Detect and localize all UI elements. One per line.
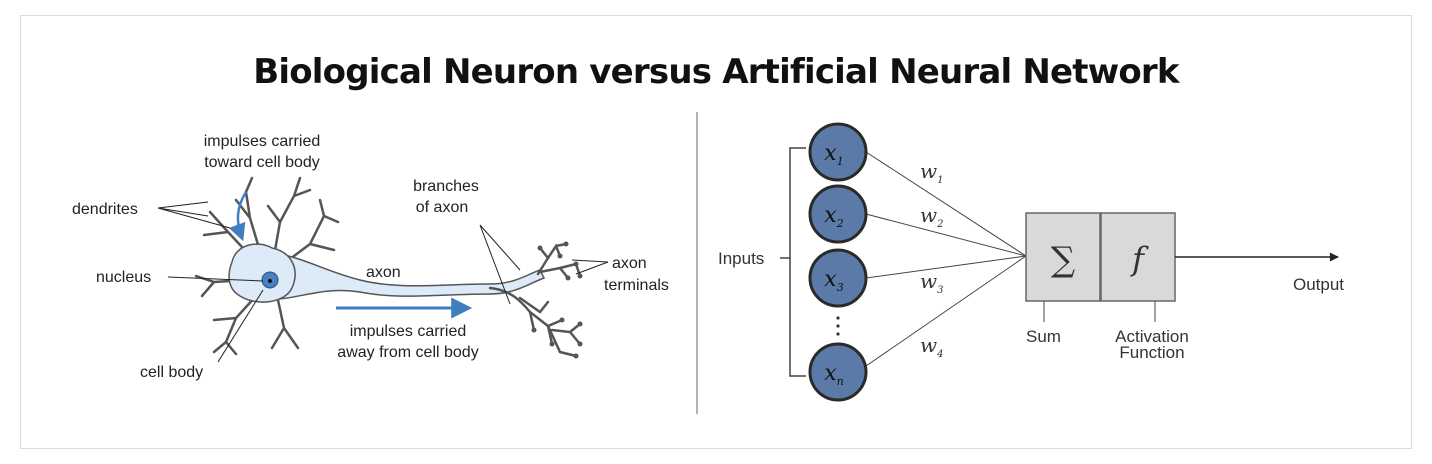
- axon-label: axon: [366, 264, 401, 281]
- cell-body-label: cell body: [140, 364, 203, 381]
- weight-var-4: w: [920, 333, 937, 357]
- svg-text:w3: w3: [920, 269, 944, 296]
- impulse-toward-arrow: [228, 191, 248, 242]
- cell-body-shape: [228, 243, 296, 303]
- nucleus-label: nucleus: [96, 269, 151, 286]
- weight-var-1: w: [920, 159, 937, 183]
- impulses-toward-label-2: toward cell body: [204, 154, 320, 171]
- terminals-label-1: axon: [612, 255, 647, 272]
- dendrites-label: dendrites: [72, 201, 138, 218]
- weight-sub-1: 1: [937, 175, 943, 186]
- dendrites-shape: [194, 176, 340, 356]
- sum-symbol: ∑: [1051, 240, 1075, 280]
- weight-var-3: w: [920, 269, 937, 293]
- svg-text:x3: x3: [824, 267, 843, 294]
- input-node-3: x3: [808, 248, 868, 308]
- activation-label-2: Function: [1119, 343, 1184, 362]
- svg-text:x1: x1: [824, 141, 843, 168]
- impulses-toward-label-1: impulses carried: [204, 133, 320, 150]
- svg-text:x2: x2: [824, 203, 843, 230]
- input-var-2: x: [824, 203, 837, 228]
- sum-box: [1025, 212, 1101, 302]
- svg-text:xn: xn: [824, 361, 844, 388]
- input-node-n: xn: [808, 342, 868, 402]
- network-illustration: Inputs x1 x2 x3 xn w1 w2: [718, 122, 1344, 402]
- weight-sub-3: 3: [937, 285, 943, 296]
- neuron-illustration: [157, 176, 609, 363]
- impulses-away-label-1: impulses carried: [350, 323, 466, 340]
- branches-label-2: of axon: [416, 199, 468, 216]
- input-var-3: x: [824, 267, 837, 292]
- input-node-2: x2: [808, 184, 868, 244]
- branches-label-1: branches: [413, 178, 479, 195]
- impulses-away-label-2: away from cell body: [337, 344, 478, 361]
- weight-var-2: w: [920, 203, 937, 227]
- diagram-card: [20, 15, 1412, 449]
- ellipsis-dots: [836, 316, 840, 336]
- weight-lines: [865, 151, 1027, 367]
- weight-sub-2: 2: [936, 219, 943, 230]
- svg-text:w2: w2: [920, 203, 944, 230]
- input-var-1: x: [824, 141, 837, 166]
- svg-text:w1: w1: [920, 159, 944, 186]
- input-sub-2: 2: [836, 217, 844, 230]
- axon-terminals-shape: [488, 242, 582, 358]
- svg-text:w4: w4: [920, 333, 944, 360]
- weight-sub-4: 4: [936, 349, 943, 360]
- activation-label-1: Activation: [1115, 327, 1189, 346]
- input-node-1: x1: [808, 122, 868, 182]
- input-sub-3: 3: [837, 281, 844, 294]
- axon-shape: [261, 251, 546, 301]
- inputs-label: Inputs: [718, 249, 764, 268]
- input-sub-n: n: [837, 375, 844, 388]
- inputs-bracket: [780, 147, 806, 377]
- page-title: Biological Neuron versus Artificial Neur…: [253, 52, 1179, 92]
- sum-label: Sum: [1026, 327, 1061, 346]
- output-label: Output: [1293, 275, 1344, 294]
- input-sub-1: 1: [837, 155, 844, 168]
- input-var-n: x: [824, 361, 837, 386]
- terminals-label-2: terminals: [604, 277, 669, 294]
